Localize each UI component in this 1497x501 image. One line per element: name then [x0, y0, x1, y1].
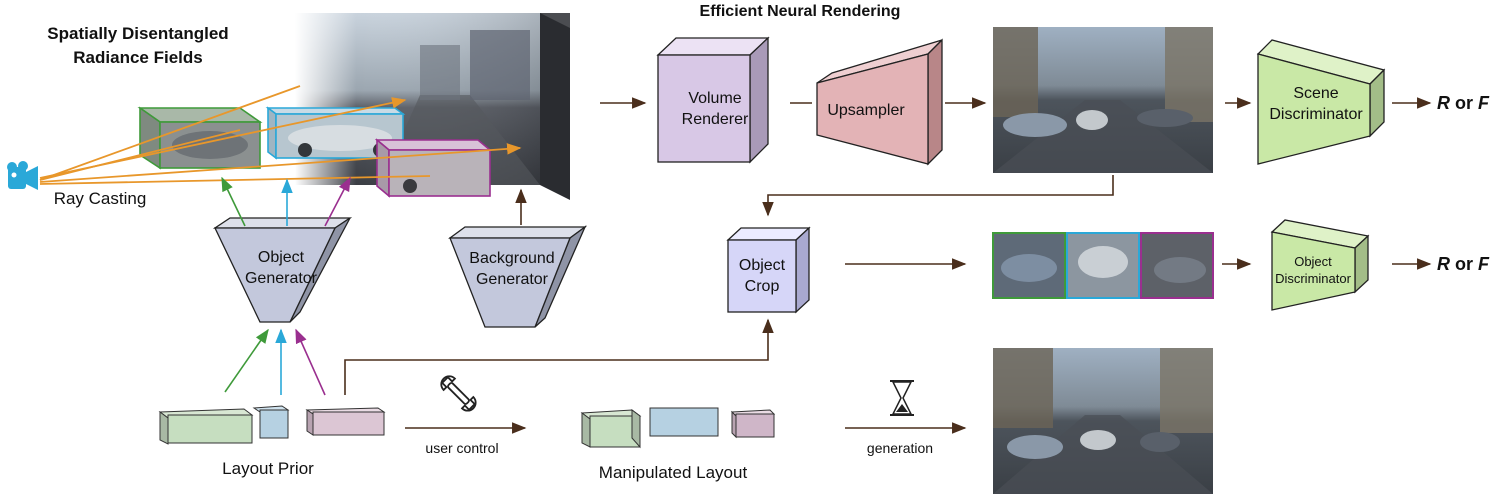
object-output-r: R	[1437, 254, 1450, 274]
background-generator-label-line1: Background	[469, 250, 554, 267]
wrench-icon	[440, 375, 477, 412]
volume-renderer-label-line2: Renderer	[682, 111, 749, 128]
scene-output: R or F	[1437, 93, 1490, 113]
efficient-rendering-title: Efficient Neural Rendering	[700, 3, 901, 20]
object-discriminator-label-line2: Discriminator	[1275, 271, 1352, 286]
radiance-fields-title-line1: Spatially Disentangled	[47, 24, 228, 43]
layout-prior-boxes	[158, 405, 386, 445]
background-generator	[448, 225, 587, 328]
generated-scene-image	[993, 348, 1213, 494]
object-crop	[726, 226, 811, 314]
upsampler	[816, 38, 943, 166]
object-box-purple	[374, 138, 493, 198]
scene-discriminator-label-line2: Discriminator	[1269, 106, 1363, 123]
scene-discriminator	[1256, 39, 1386, 165]
scene-output-f: F	[1478, 93, 1490, 113]
camera-icon	[7, 161, 38, 190]
scene-output-or: or	[1450, 93, 1478, 113]
arrow-generator-to-purple	[324, 176, 351, 227]
object-crop-label-line2: Crop	[745, 278, 780, 295]
object-output-f: F	[1478, 254, 1490, 274]
scene-output-r: R	[1437, 93, 1450, 113]
radiance-fields-title-line2: Radiance Fields	[73, 48, 202, 67]
object-generator-label-line1: Object	[258, 249, 305, 266]
layout-prior-label: Layout Prior	[222, 459, 314, 478]
arrow-image-to-object-crop	[762, 175, 1114, 217]
object-discriminator-label-line1: Object	[1294, 254, 1332, 269]
hourglass-icon	[890, 380, 914, 416]
object-output: R or F	[1437, 254, 1490, 274]
ray-casting-rays	[39, 85, 522, 185]
object-output-or: or	[1450, 254, 1478, 274]
volume-renderer	[656, 36, 770, 164]
volume-renderer-label-line1: Volume	[688, 90, 741, 107]
object-generator-label-line2: Generator	[245, 270, 318, 287]
rendered-scene-image	[993, 27, 1213, 173]
object-generator	[212, 217, 353, 323]
manipulated-layout-boxes	[580, 407, 776, 449]
cropped-object-images	[992, 232, 1214, 299]
generation-label: generation	[867, 440, 933, 456]
background-generator-label-line2: Generator	[476, 271, 549, 288]
user-control-label: user control	[425, 440, 498, 456]
scene-discriminator-label-line1: Scene	[1293, 85, 1338, 102]
manipulated-layout-label: Manipulated Layout	[599, 463, 748, 482]
ray-casting-label: Ray Casting	[54, 189, 147, 208]
arrow-layout-purple	[295, 328, 326, 396]
object-crop-label-line1: Object	[739, 257, 786, 274]
object-discriminator	[1270, 219, 1370, 311]
arrow-layout-to-object-crop	[344, 318, 774, 395]
upsampler-label: Upsampler	[827, 102, 905, 119]
arrow-layout-green	[224, 328, 269, 393]
arrow-generator-to-green	[221, 176, 246, 227]
